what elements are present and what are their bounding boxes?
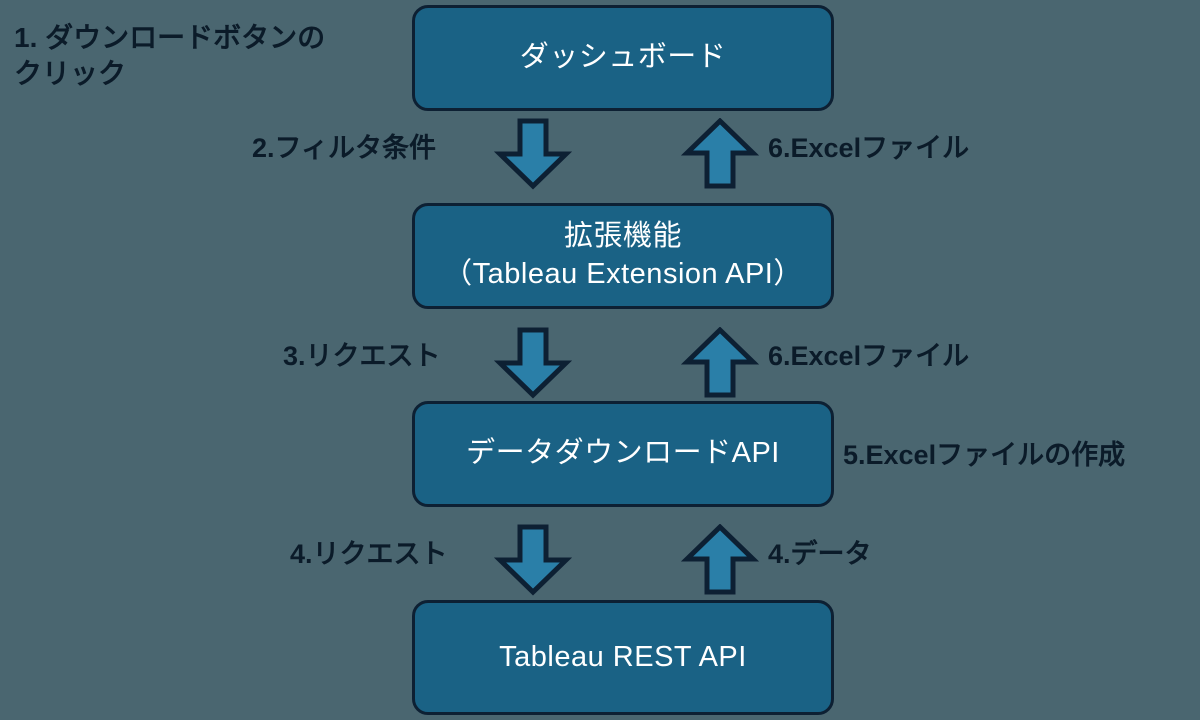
node-data-download-api[interactable]: データダウンロードAPI	[412, 401, 834, 507]
arrow-up-download-api-to-extension	[681, 327, 759, 399]
label-step-6-excel-file-mid: 6.Excelファイル	[768, 341, 970, 371]
node-data-download-api-label: データダウンロードAPI	[466, 437, 780, 470]
label-step-5-create-excel-file: 5.Excelファイルの作成	[843, 440, 1126, 470]
arrow-down-extension-to-download-api	[494, 327, 572, 399]
node-dashboard-label: ダッシュボード	[519, 41, 727, 74]
arrow-down-dashboard-to-extension	[494, 118, 572, 190]
label-step-1-click-download-button: 1. ダウンロードボタンの クリック	[14, 22, 326, 89]
arrow-up-rest-api-to-download-api	[681, 524, 759, 596]
arrow-down-download-api-to-rest-api	[494, 524, 572, 596]
label-step-4-data: 4.データ	[768, 539, 872, 569]
label-step-2-filter-conditions: 2.フィルタ条件	[252, 133, 436, 163]
arrow-up-extension-to-dashboard	[681, 118, 759, 190]
node-extension-api[interactable]: 拡張機能 （Tableau Extension API）	[412, 203, 834, 309]
label-step-4-request: 4.リクエスト	[290, 539, 448, 569]
node-tableau-rest-api[interactable]: Tableau REST API	[412, 600, 834, 715]
label-step-3-request: 3.リクエスト	[283, 341, 441, 371]
node-tableau-rest-api-label: Tableau REST API	[499, 640, 747, 673]
node-extension-api-label: 拡張機能 （Tableau Extension API）	[443, 220, 803, 290]
label-step-6-excel-file-top: 6.Excelファイル	[768, 133, 970, 163]
node-dashboard[interactable]: ダッシュボード	[412, 5, 834, 111]
